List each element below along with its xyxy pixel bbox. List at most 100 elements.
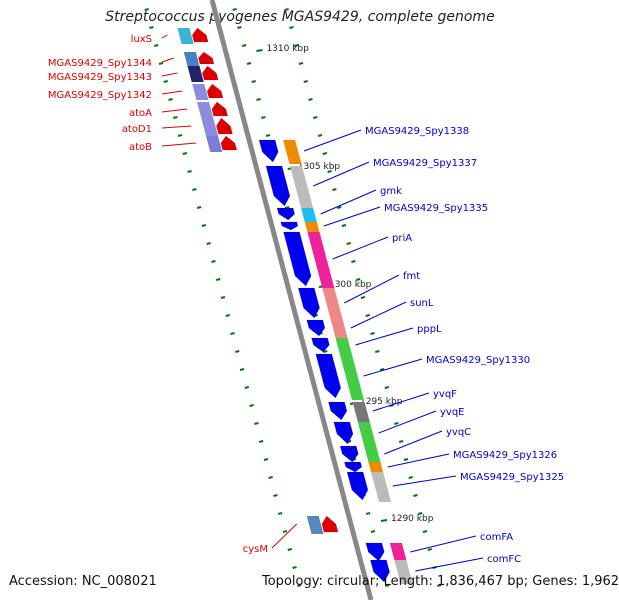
cog-bar <box>301 208 317 222</box>
cog-bar <box>201 118 219 136</box>
tick-mark <box>230 332 235 335</box>
label-leader <box>387 453 450 468</box>
tick-mark <box>370 332 375 335</box>
gene-label-forward: yvqC <box>446 427 471 438</box>
tick-mark <box>153 44 159 47</box>
tick-mark <box>246 62 252 65</box>
tick-mark <box>232 8 237 11</box>
label-leader <box>271 523 298 549</box>
cog-bar <box>197 102 214 118</box>
gene-label-forward: comFA <box>480 532 513 543</box>
gene-label-forward: sunL <box>410 298 434 309</box>
cog-bar <box>206 136 223 152</box>
tick-mark <box>258 440 264 443</box>
genome-title: Streptococcus pyogenes MGAS9429, complet… <box>105 9 495 25</box>
gene-label-reverse: MGAS9429_Spy1342 <box>48 90 152 101</box>
cog-bar <box>335 338 352 354</box>
gene-arrow <box>198 51 215 65</box>
scale-tick <box>256 49 263 52</box>
gene-label-forward: fmt <box>403 271 420 282</box>
tick-mark <box>370 530 376 533</box>
gene-arrow <box>306 319 326 337</box>
gene-arrow <box>202 65 219 81</box>
gene-arrow <box>258 139 279 163</box>
tick-mark <box>256 98 261 101</box>
tick-mark <box>287 548 292 551</box>
gene-arrow <box>328 401 348 421</box>
tick-mark <box>277 512 283 515</box>
label-leader <box>303 129 362 152</box>
gene-label-forward: priA <box>392 233 412 244</box>
tick-mark <box>173 116 178 119</box>
label-leader <box>161 142 197 147</box>
scale-tick <box>380 519 388 522</box>
gene-arrow <box>333 421 354 445</box>
cog-bar <box>307 232 335 288</box>
tick-mark <box>379 368 385 371</box>
tick-mark <box>323 350 328 353</box>
scale-label: 1305 kbp <box>298 162 341 172</box>
tick-mark <box>385 584 390 587</box>
gene-label-forward: yvqF <box>433 389 457 400</box>
label-leader <box>350 301 407 329</box>
label-leader <box>332 236 389 260</box>
label-leader <box>161 125 192 129</box>
cog-bar <box>304 222 320 232</box>
cog-bar <box>364 446 381 464</box>
tick-mark <box>317 134 323 137</box>
gene-labels: luxSMGAS9429_Spy1344MGAS9429_Spy1343MGAS… <box>48 34 564 572</box>
scale-label: 1290 kbp <box>391 514 434 524</box>
tick-mark <box>196 206 202 209</box>
gene-arrow <box>276 207 295 221</box>
tick-mark <box>201 224 207 227</box>
gene-arrow <box>192 27 209 43</box>
tick-mark <box>375 350 380 353</box>
tick-mark <box>308 98 313 101</box>
tick-mark <box>427 548 432 551</box>
label-leader <box>378 410 437 434</box>
tick-mark <box>293 44 299 47</box>
tick-mark <box>289 26 294 29</box>
label-leader <box>355 327 414 346</box>
tick-mark <box>268 476 273 479</box>
cog-bar <box>330 320 348 338</box>
gene-arrow <box>315 353 342 399</box>
gene-label-forward: MGAS9429_Spy1335 <box>384 203 488 214</box>
tick-mark <box>284 8 289 11</box>
genome-stats: Topology: circular; Length: 1,836,467 bp… <box>262 574 619 589</box>
tick-mark <box>284 206 290 209</box>
cog-bar <box>192 84 209 100</box>
accession-label: Accession: NC_008021 <box>9 574 157 589</box>
tick-mark <box>303 80 308 83</box>
tick-mark <box>336 206 342 209</box>
cog-bar <box>394 560 413 584</box>
tick-mark <box>417 512 423 515</box>
label-leader <box>415 557 484 572</box>
cog-bar <box>352 402 370 422</box>
tick-mark <box>149 26 154 29</box>
tick-mark <box>298 62 304 65</box>
tick-mark <box>384 386 390 389</box>
cog-bar <box>368 462 384 474</box>
scale-label: 1300 kbp <box>329 280 372 290</box>
gene-label-reverse: luxS <box>131 34 152 45</box>
tick-mark <box>360 296 366 299</box>
gene-arrow <box>220 135 238 151</box>
label-leader <box>161 34 168 39</box>
tick-mark <box>220 296 226 299</box>
tick-mark <box>182 152 188 155</box>
tick-mark <box>292 566 297 569</box>
gene-label-reverse: cysM <box>243 544 268 555</box>
tick-mark <box>237 26 242 29</box>
gene-arrows <box>192 27 390 583</box>
gene-label-reverse: MGAS9429_Spy1343 <box>48 72 152 83</box>
gene-arrow <box>216 117 233 135</box>
label-leader <box>161 72 178 77</box>
tick-mark <box>211 260 216 263</box>
tick-mark <box>365 512 371 515</box>
gene-arrow <box>280 221 299 231</box>
tick-mark <box>239 368 245 371</box>
tick-mark <box>215 278 221 281</box>
tick-mark <box>187 170 192 173</box>
